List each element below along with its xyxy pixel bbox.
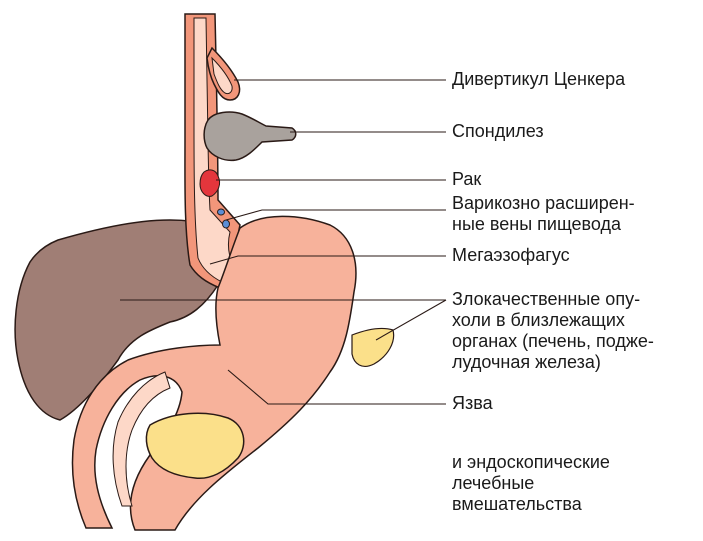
vertebra [204, 112, 296, 160]
label-zenker-diverticulum: Дивертикул Ценкера [452, 69, 625, 90]
label-cancer: Рак [452, 169, 481, 190]
label-ulcer: Язва [452, 393, 493, 414]
varix-vein [223, 220, 230, 228]
varix-vein [218, 209, 225, 215]
label-malignant-tumors: Злокачественные опу- холи в близлежащих … [452, 289, 654, 373]
label-endoscopic-therapy: и эндоскопические лечебные вмешательства [452, 452, 610, 515]
leader-line-pancreas [376, 300, 446, 340]
label-spondylosis: Спондилез [452, 121, 544, 142]
label-megaesophagus: Мегаэзофагус [452, 245, 570, 266]
label-varices: Варикозно расширен- ные вены пищевода [452, 193, 635, 235]
